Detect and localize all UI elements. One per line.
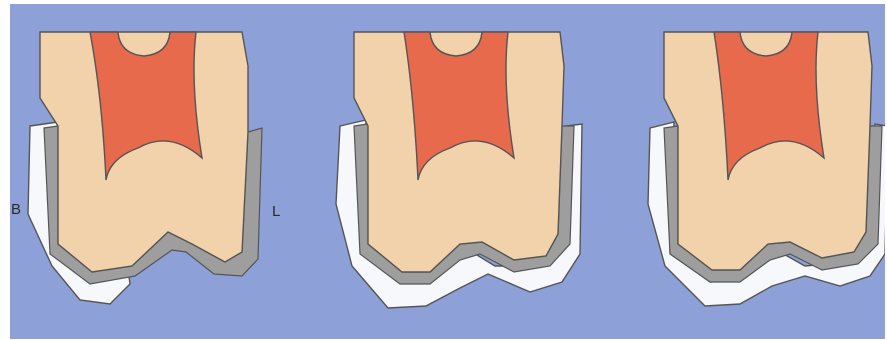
tooth-1: B L — [11, 32, 280, 304]
lingual-label: L — [272, 203, 280, 220]
buccal-label: B — [11, 201, 21, 218]
tooth-3 — [648, 32, 885, 306]
tooth-2 — [336, 32, 582, 308]
tooth-crown-diagram: B L — [10, 4, 885, 339]
